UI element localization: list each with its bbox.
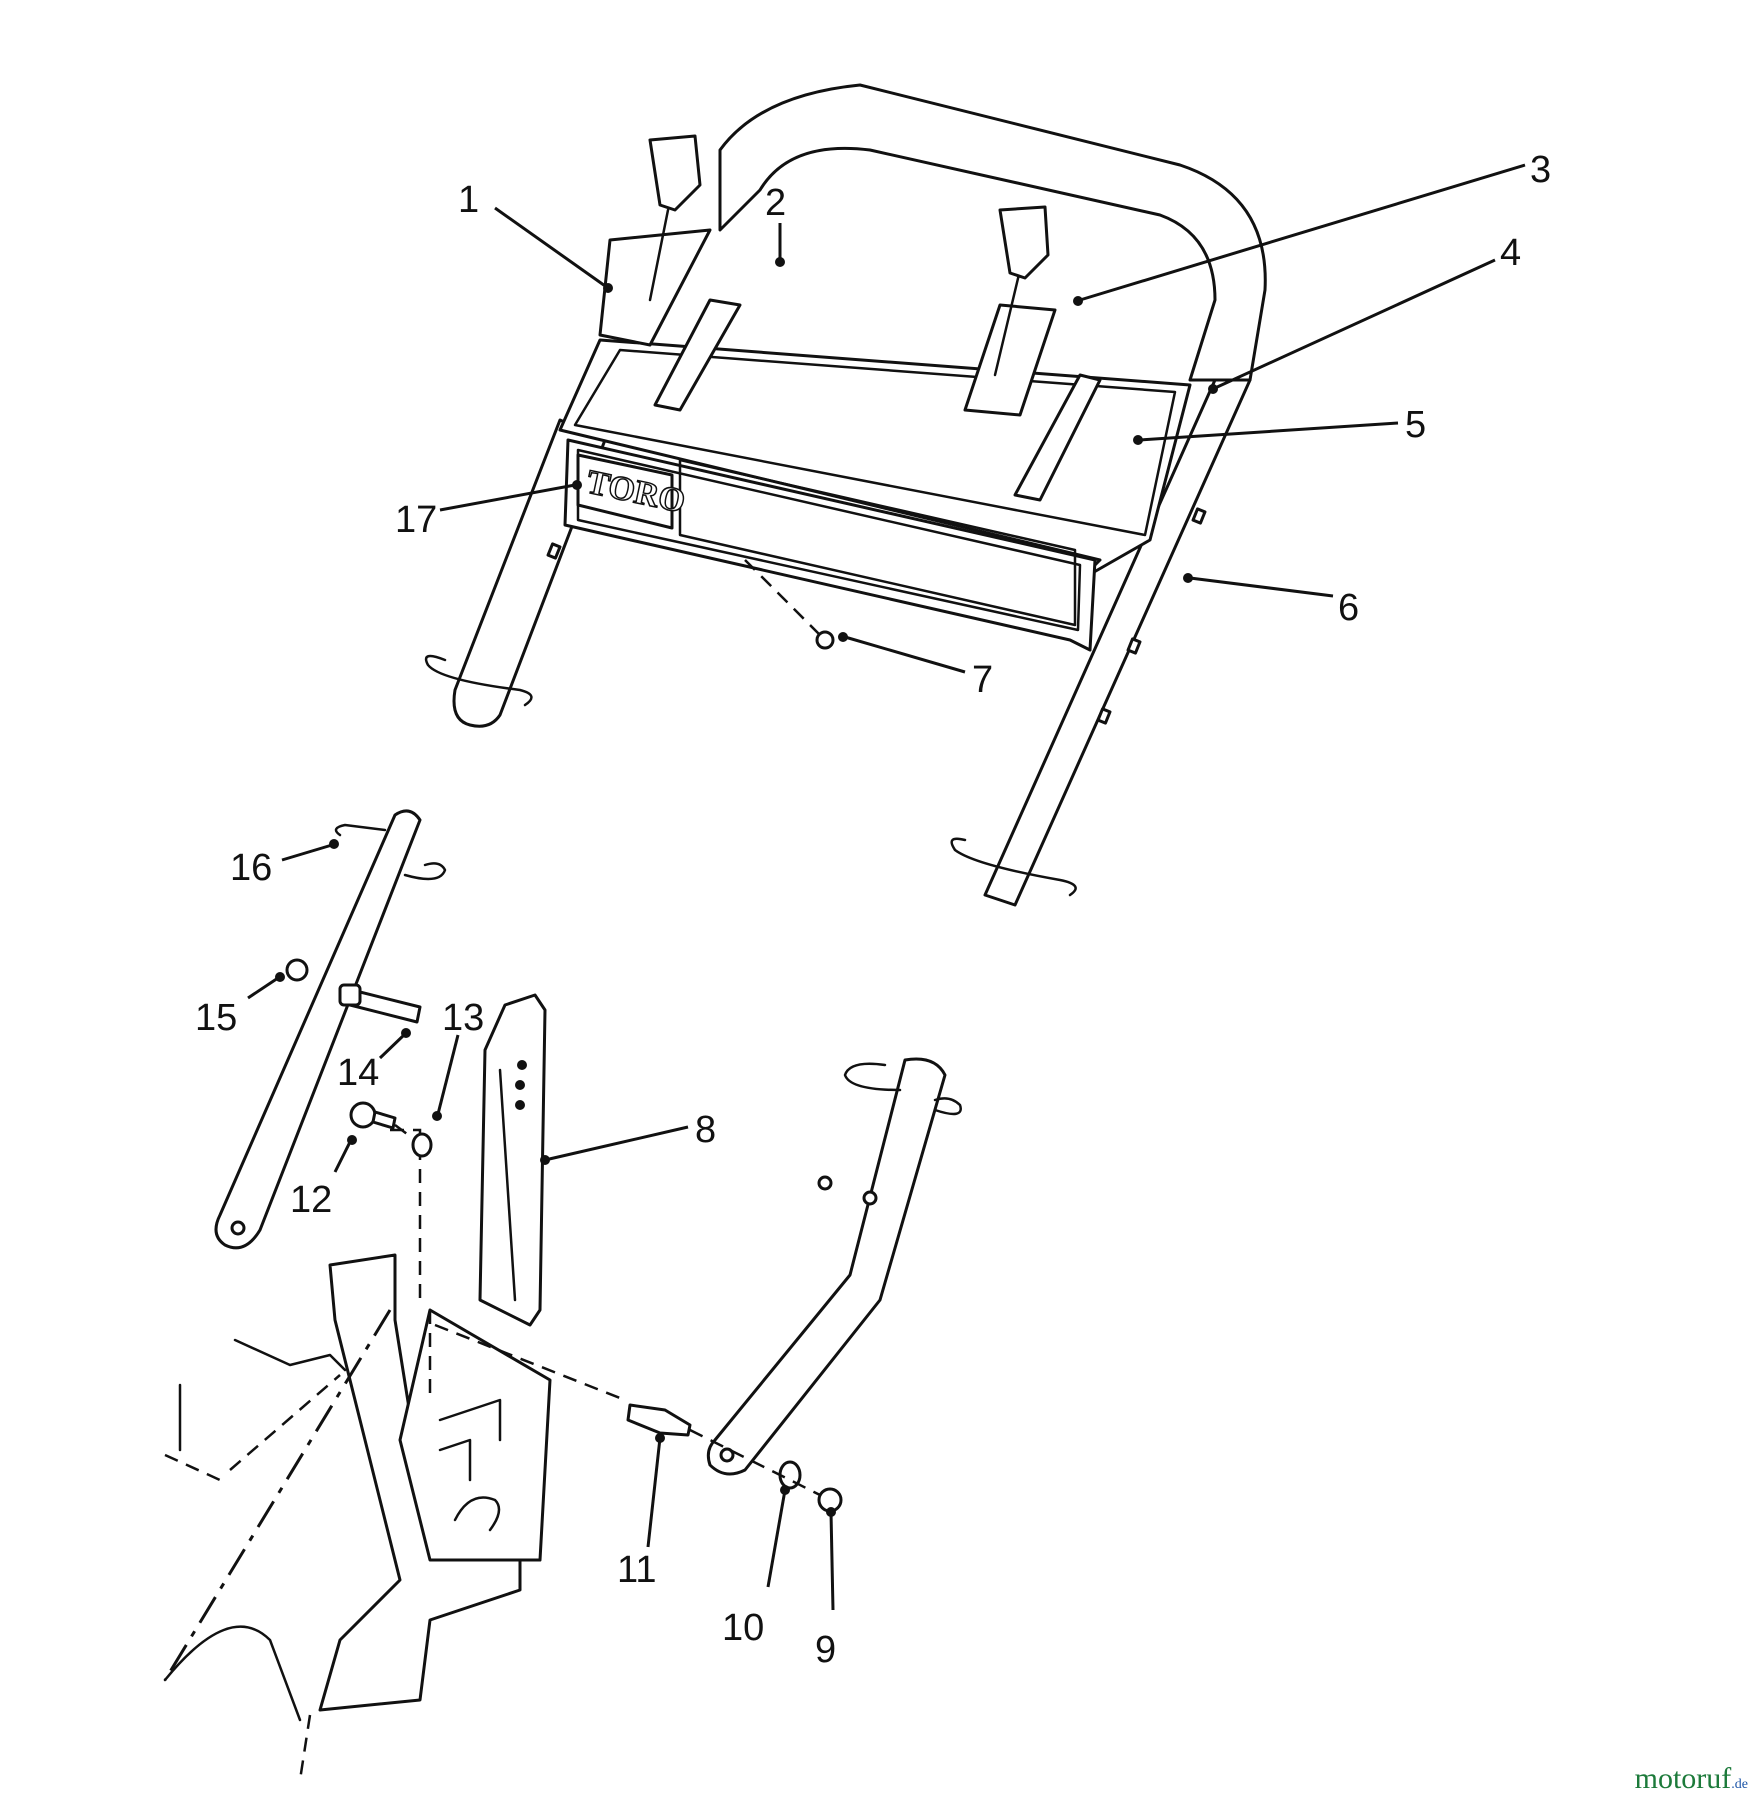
callout-14: 14 — [337, 1052, 379, 1094]
lower-handle-right — [706, 1057, 962, 1476]
mower-housing — [163, 1128, 552, 1781]
callout-4: 4 — [1500, 232, 1521, 274]
callout-6: 6 — [1338, 587, 1359, 629]
lower-handle-left — [214, 809, 447, 1250]
callout-2: 2 — [765, 182, 786, 224]
callout-7: 7 — [972, 659, 993, 701]
hardware — [285, 958, 843, 1513]
callout-1: 1 — [458, 179, 479, 221]
callout-10: 10 — [722, 1607, 764, 1649]
control-panel: TORO — [558, 134, 1192, 652]
callout-15: 15 — [195, 997, 237, 1039]
callout-17: 17 — [395, 499, 437, 541]
callout-9: 9 — [815, 1629, 836, 1671]
watermark-brand: motoruf — [1634, 1762, 1732, 1795]
callout-8: 8 — [695, 1109, 716, 1151]
watermark: motoruf.de — [1635, 1762, 1748, 1796]
callout-12: 12 — [290, 1179, 332, 1221]
callout-13: 13 — [442, 997, 484, 1039]
pivot-bracket — [478, 993, 547, 1327]
callouts: 1 2 3 4 5 6 7 8 9 10 11 12 13 14 15 16 1 — [195, 149, 1551, 1671]
watermark-suffix: .de — [1731, 1777, 1748, 1792]
callout-5: 5 — [1405, 404, 1426, 446]
callout-11: 11 — [617, 1549, 656, 1591]
callout-16: 16 — [230, 847, 272, 889]
callout-3: 3 — [1530, 149, 1551, 191]
